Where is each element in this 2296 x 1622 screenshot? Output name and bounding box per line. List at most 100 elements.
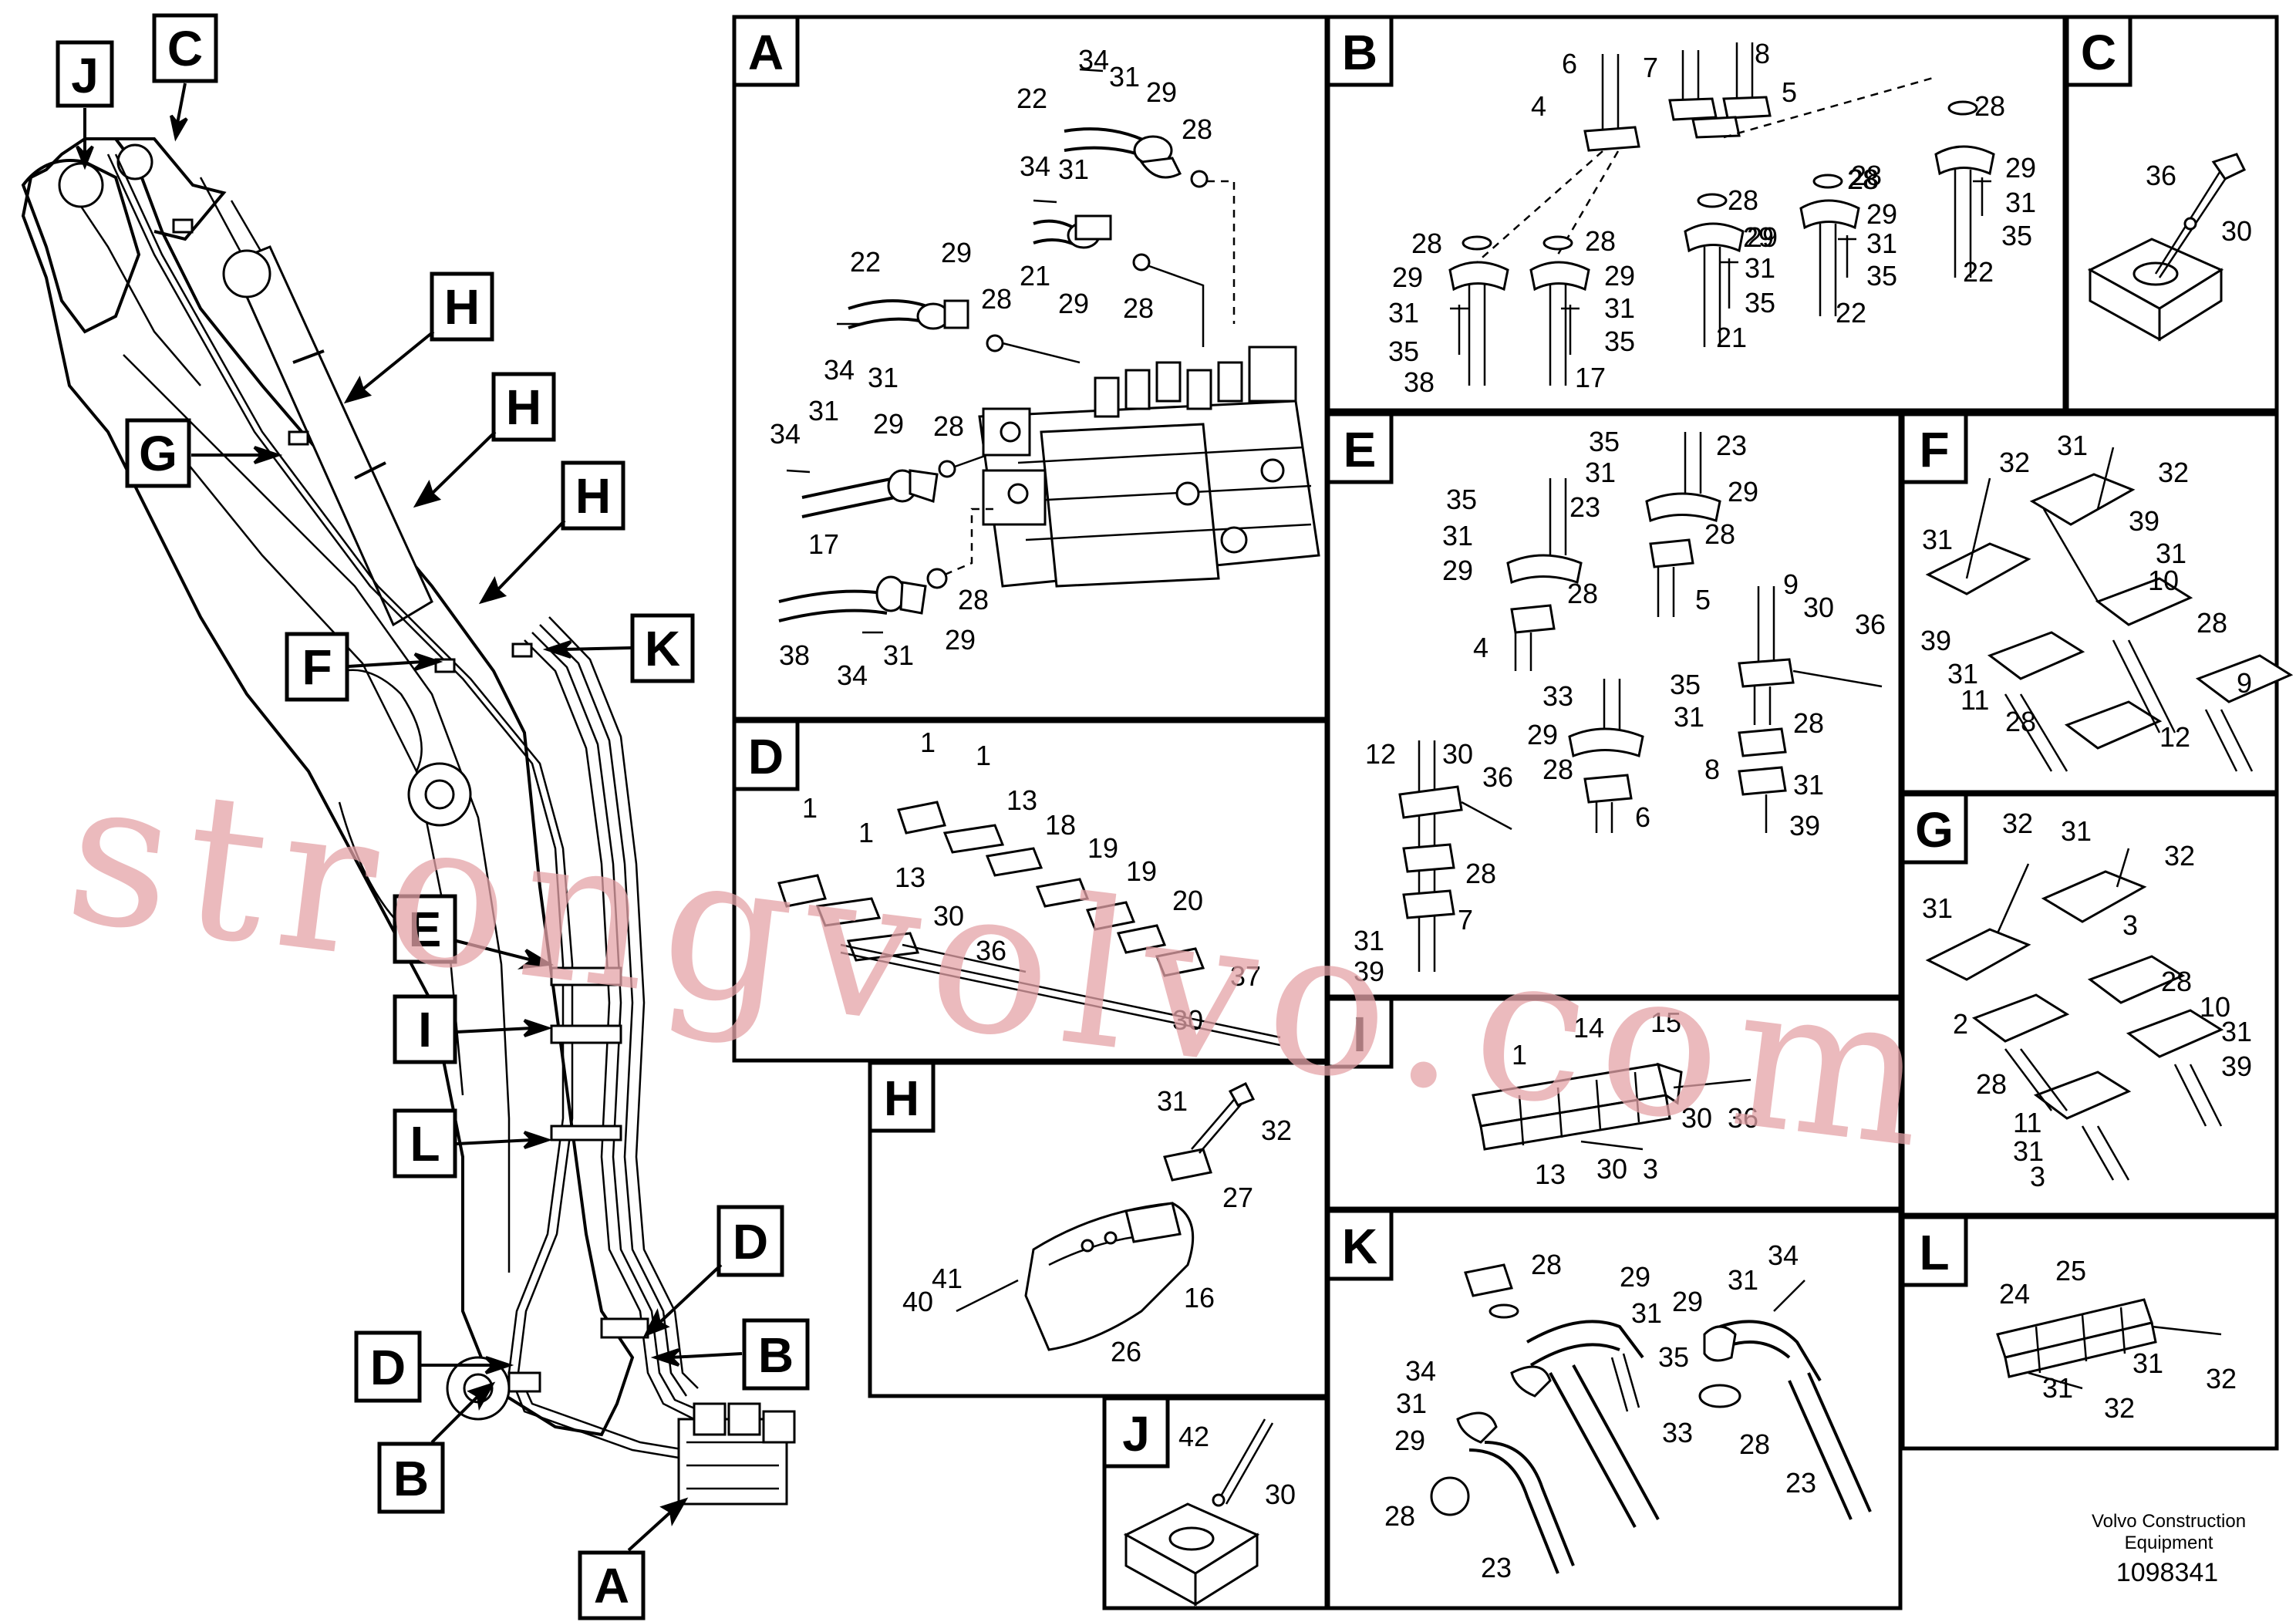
callout-l[interactable]: L [393,1108,553,1179]
label-b18: 35 [1604,325,1635,357]
brand-line-2: Equipment [2125,1533,2213,1553]
footer: Volvo Construction Equipment 1098341 [2092,1511,2246,1587]
label-e14: 30 [1803,592,1834,623]
callout-a[interactable]: A [578,1497,689,1620]
label-f1: 32 [1999,447,2030,478]
callout-h-1[interactable]: H [343,271,494,404]
callout-b-left-letter: B [393,1451,429,1506]
label-e6: 23 [1569,491,1600,523]
label-b11: 29 [1604,260,1635,292]
label-g1: 32 [2002,808,2033,839]
label-a5: 28 [1182,113,1212,145]
label-f10: 31 [1947,658,1978,690]
callout-e[interactable]: E [393,894,555,969]
label-g2: 31 [2061,815,2092,847]
label-b28: 35 [1866,260,1897,292]
callout-d-right[interactable]: D [642,1205,784,1337]
label-a24: 29 [945,624,976,656]
label-e10: 5 [1695,584,1711,615]
label-a13: 28 [1123,292,1154,324]
label-a11: 29 [1058,288,1089,319]
callout-h-2[interactable]: H [413,372,556,508]
panel-i-letter: I [1353,1007,1367,1062]
label-l1: 24 [1999,1278,2030,1310]
panel-j: J 42 30 [1102,1396,1329,1610]
panel-a: A [732,15,1329,721]
label-i6: 13 [1535,1158,1566,1190]
label-f14: 12 [2159,721,2190,753]
callout-b-left[interactable]: B [377,1381,496,1514]
label-g10: 39 [2221,1050,2252,1082]
panel-d-letter: D [748,729,784,784]
boom-callouts: J C H H H G [56,13,810,1620]
label-e21: 28 [1542,754,1573,785]
label-b1: 6 [1562,48,1577,79]
label-b14: 38 [1404,366,1435,398]
label-d6: 18 [1045,809,1076,841]
callout-g[interactable]: G [125,418,283,488]
callout-h-3[interactable]: H [478,460,625,605]
document-number: 1098341 [2116,1558,2218,1587]
label-e11: 28 [1567,578,1598,609]
callout-i[interactable]: I [393,994,553,1064]
label-b5: 5 [1782,76,1797,108]
panel-i: I 14 15 1 30 36 13 30 3 [1326,996,1903,1211]
label-i7: 30 [1596,1153,1627,1185]
label-e4: 29 [1728,476,1758,508]
label-a10: 21 [1020,260,1050,292]
label-e24: 31 [1793,769,1824,801]
label-e25: 39 [1789,810,1820,841]
label-e32: 39 [1354,956,1384,987]
label-g7: 10 [2200,991,2230,1023]
label-g11: 28 [1976,1068,2007,1100]
label-e17: 35 [1670,669,1701,700]
label-e30: 7 [1458,904,1473,936]
label-b2: 4 [1531,90,1546,122]
label-a20: 17 [808,528,839,560]
callout-j[interactable]: J [56,40,114,170]
callout-b-right[interactable]: B [650,1318,810,1391]
label-d9: 20 [1172,885,1203,916]
label-d3: 1 [802,792,818,824]
callout-f[interactable]: F [285,632,443,702]
label-a16: 31 [808,395,839,427]
label-e5: 35 [1446,484,1477,515]
label-k2: 29 [1620,1261,1650,1293]
label-f7: 10 [2148,565,2179,596]
label-g8: 2 [1953,1008,1968,1040]
label-e19: 29 [1527,719,1558,750]
callout-h-3-letter: H [575,468,611,524]
callout-c[interactable]: C [152,13,218,142]
panel-l-letter: L [1919,1225,1949,1280]
callout-k[interactable]: K [542,613,695,683]
panel-f-letter: F [1919,422,1949,477]
label-l2: 25 [2055,1255,2086,1286]
label-i3: 1 [1512,1039,1527,1071]
label-b12: 31 [1388,297,1419,329]
label-f2: 31 [2057,430,2088,461]
label-k10: 31 [1728,1264,1758,1296]
label-a2: 31 [1109,61,1140,93]
label-g14: 3 [2030,1161,2045,1192]
label-h1: 31 [1157,1085,1188,1117]
label-k12: 28 [1739,1428,1770,1460]
label-b25: 28 [1847,164,1878,195]
callout-d-left[interactable]: D [354,1330,514,1403]
label-d14: 30 [1172,1004,1203,1036]
label-b15: 28 [1848,164,1879,195]
panel-b: B 6 4 7 8 [1326,15,2067,413]
label-j2: 30 [1265,1479,1296,1510]
label-a8: 22 [850,246,881,278]
panel-l: L 24 25 31 31 32 32 [1900,1215,2279,1451]
label-a7: 31 [1058,153,1089,185]
label-e2: 23 [1716,430,1747,461]
control-valve [978,346,1320,588]
label-a23: 31 [883,639,914,671]
label-k6: 31 [1396,1388,1427,1419]
label-b9: 28 [1728,184,1758,216]
callout-l-letter: L [410,1116,440,1172]
panel-k: K 28 29 31 35 34 31 29 33 34 31 29 28 28… [1326,1209,1903,1610]
panel-d: D 1 1 1 1 13 18 19 19 20 13 30 36 37 30 [732,719,1329,1063]
label-b29: 22 [1836,297,1866,329]
label-f11: 11 [1961,684,1989,716]
